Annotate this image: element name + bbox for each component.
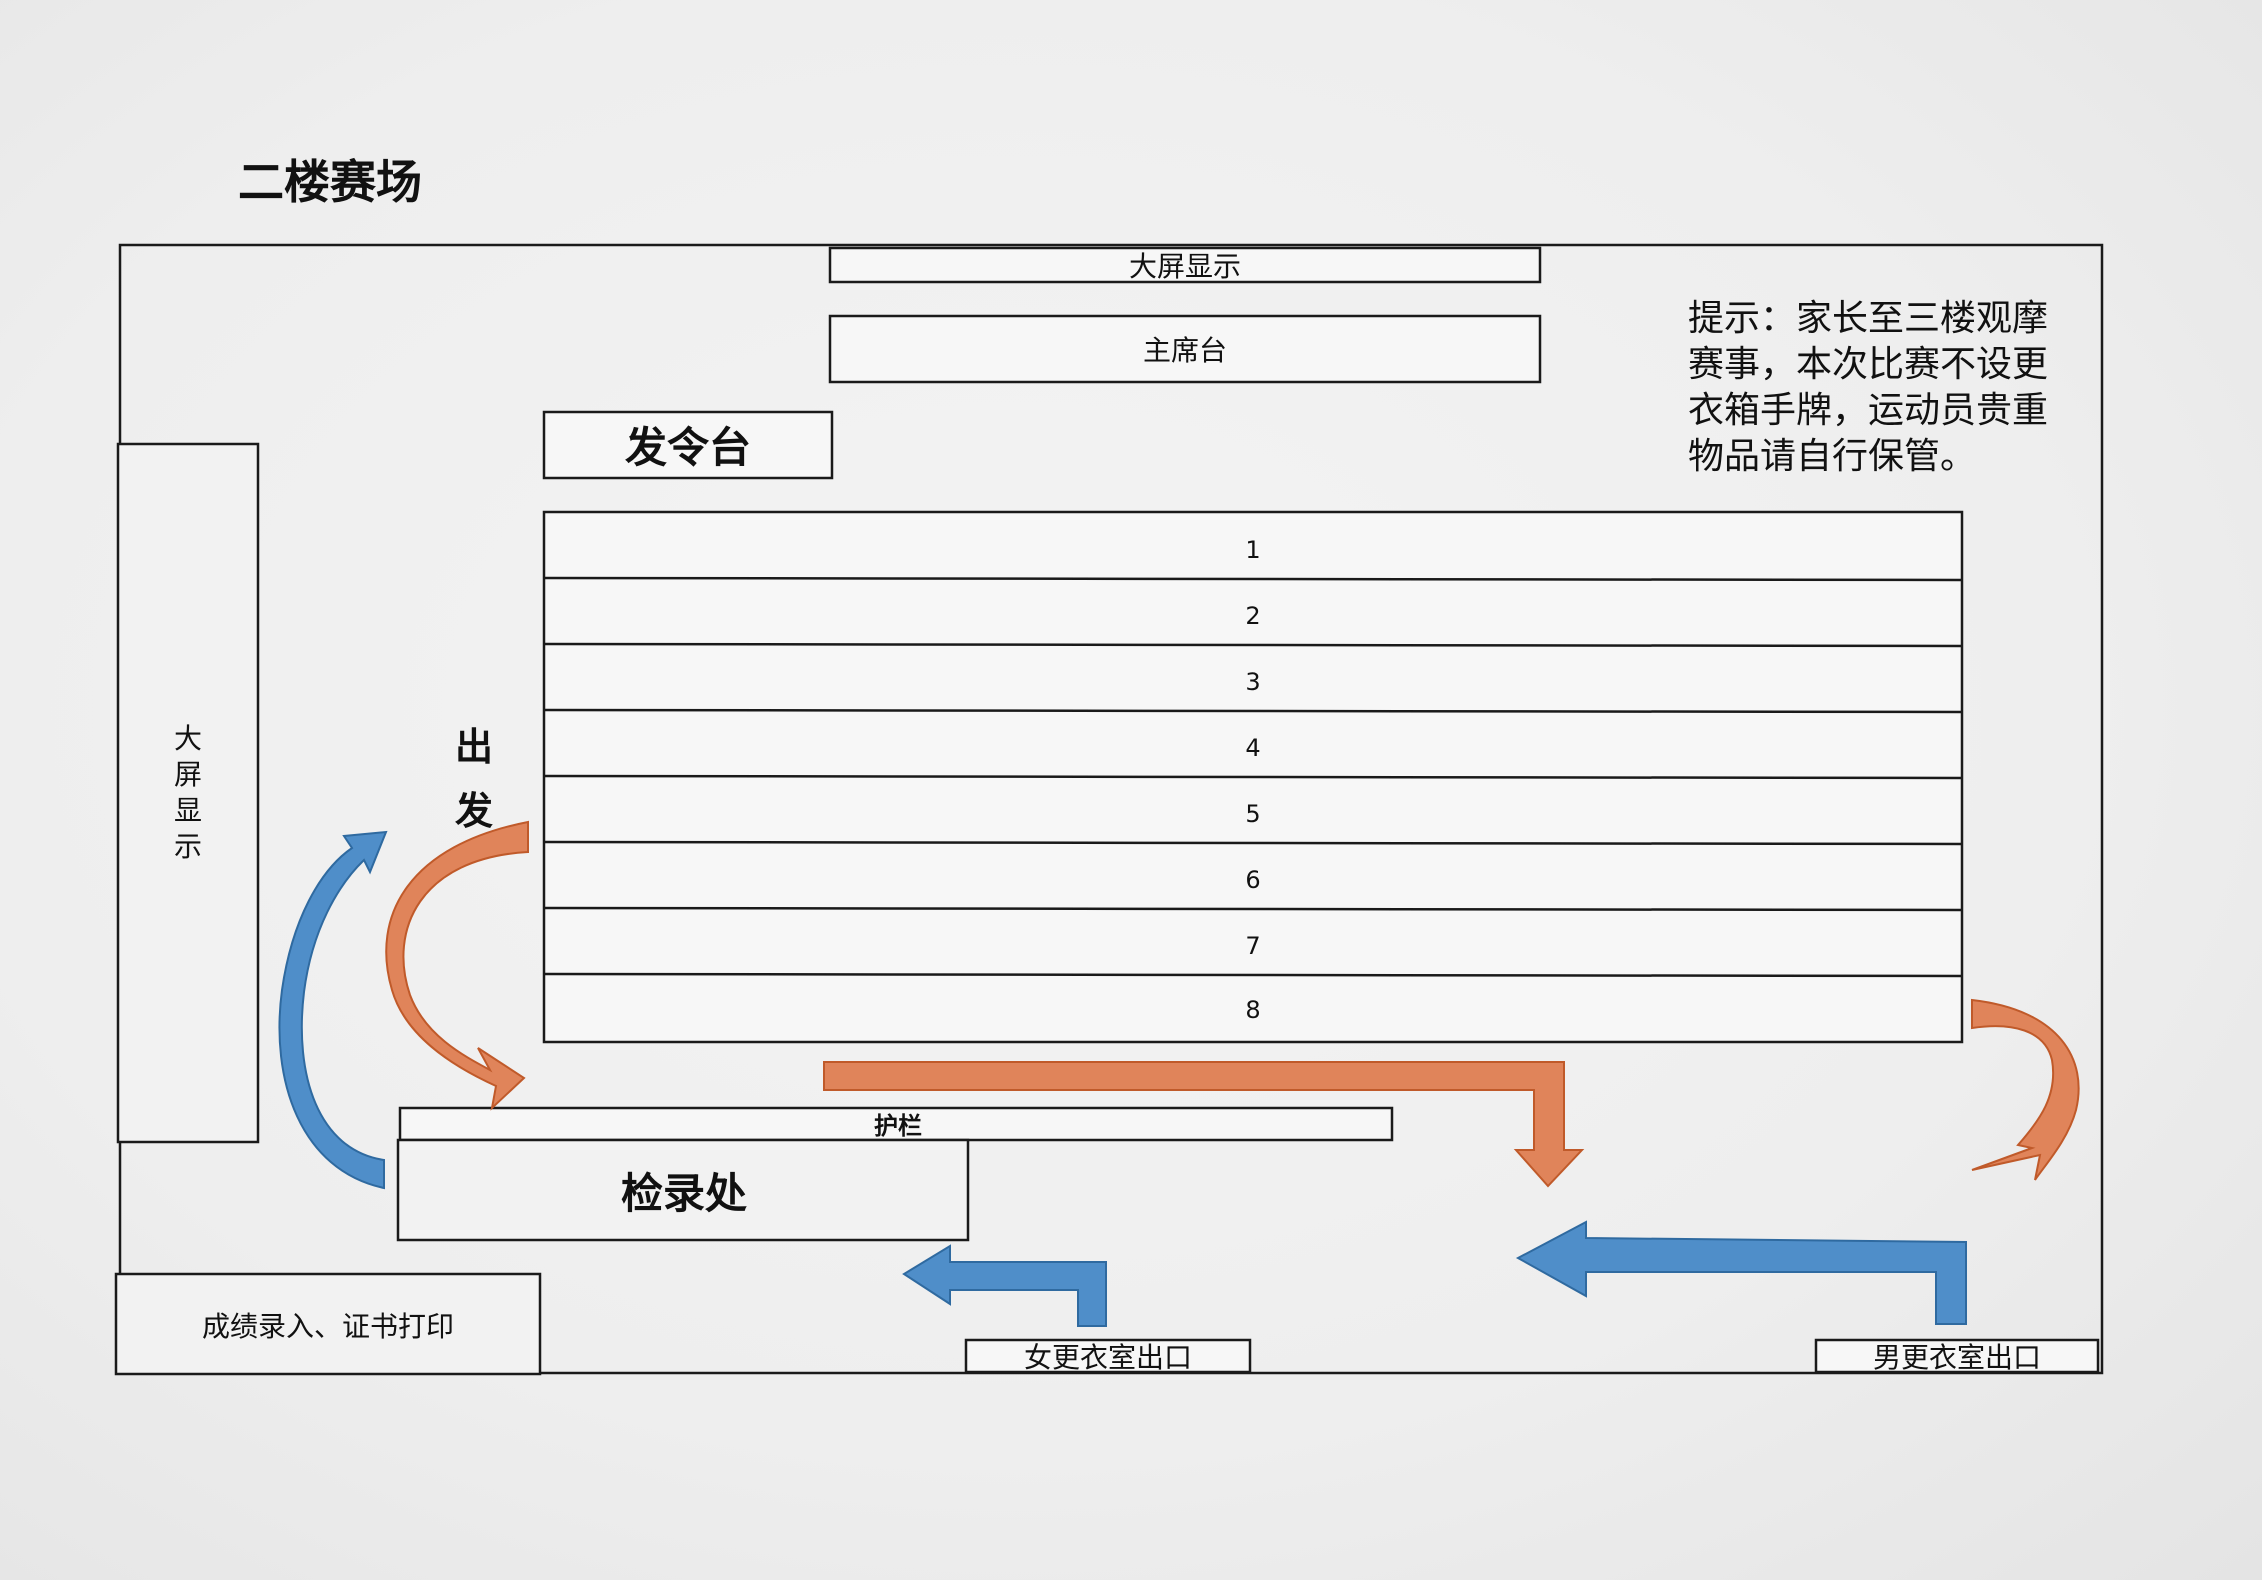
men-exit: 男更衣室出口 <box>1814 1338 2100 1374</box>
women-exit-box <box>964 1338 1252 1374</box>
left-big-screen-char-4: 示 <box>174 830 202 863</box>
results-area-label: 成绩录入、证书打印 <box>202 1310 454 1343</box>
fence: 护栏 <box>398 1106 1394 1142</box>
check-in-label: 检录处 <box>621 1169 747 1218</box>
arrow-orange-bottom-shape <box>823 1061 1585 1188</box>
lane-number-4: 4 <box>1245 734 1260 762</box>
orange-bottom-arrow <box>823 1061 1585 1188</box>
left-big-screen-box <box>116 442 260 1144</box>
lane-divider <box>543 906 1963 912</box>
results-area: 成绩录入、证书打印 <box>114 1272 542 1376</box>
lane-number-5: 5 <box>1245 800 1260 828</box>
arrow-orange-curve-left-shape <box>385 820 529 1111</box>
fence-box <box>398 1106 1394 1142</box>
arrow-blue-curve-left-shape <box>278 830 388 1190</box>
start-label-char-2: 发 <box>455 789 493 833</box>
top-big-screen: 大屏显示 <box>828 246 1542 284</box>
arrow-blue-men-shape <box>1515 1220 1967 1325</box>
men-exit-label: 男更衣室出口 <box>1873 1341 2041 1374</box>
lane-number-3: 3 <box>1245 668 1260 696</box>
lane-number-2: 2 <box>1245 602 1260 630</box>
left-big-screen-char-3: 显 <box>174 794 202 827</box>
fence-label: 护栏 <box>874 1112 922 1140</box>
arrow-blue-women-shape <box>902 1244 1107 1327</box>
blue-curved-arrow-start <box>278 830 388 1190</box>
lane-divider <box>543 642 1963 648</box>
notice-line-4: 物品请自行保管。 <box>1688 436 1976 477</box>
check-in-box <box>396 1138 970 1242</box>
orange-curved-arrow-right <box>1971 998 2080 1181</box>
blue-women-exit-arrow <box>902 1244 1107 1327</box>
starter-platform-box <box>542 410 834 480</box>
start-label: 出 发 <box>455 725 493 833</box>
lane-number-6: 6 <box>1245 866 1260 894</box>
notice-line-2: 赛事，本次比赛不设更 <box>1688 344 2048 385</box>
presidium: 主席台 <box>828 314 1542 384</box>
lane-number-8: 8 <box>1245 996 1260 1024</box>
notice-line-3: 衣箱手牌，运动员贵重 <box>1688 390 2048 431</box>
notice-line-1: 提示：家长至三楼观摩 <box>1688 298 2048 339</box>
lane-divider <box>543 708 1963 714</box>
start-label-char-1: 出 <box>455 725 493 769</box>
presidium-label: 主席台 <box>1143 334 1227 367</box>
lane-divider <box>543 774 1963 780</box>
left-big-screen-char-1: 大 <box>174 722 202 755</box>
notice: 提示：家长至三楼观摩 赛事，本次比赛不设更 衣箱手牌，运动员贵重 物品请自行保管… <box>1688 298 2048 477</box>
top-big-screen-box <box>828 246 1542 284</box>
starter-platform-label: 发令台 <box>625 423 751 472</box>
orange-curved-arrow-start <box>385 820 529 1111</box>
left-big-screen: 大 屏 显 示 <box>116 442 260 1144</box>
lane-divider <box>543 840 1963 846</box>
lane-divider <box>543 576 1963 582</box>
top-big-screen-label: 大屏显示 <box>1129 250 1241 283</box>
women-exit: 女更衣室出口 <box>964 1338 1252 1374</box>
women-exit-label: 女更衣室出口 <box>1024 1341 1192 1374</box>
check-in-area: 检录处 <box>396 1138 970 1242</box>
lane-number-1: 1 <box>1245 536 1260 564</box>
left-big-screen-char-2: 屏 <box>174 758 202 791</box>
page-title: 二楼赛场 <box>238 155 422 209</box>
lane-number-7: 7 <box>1245 932 1260 960</box>
lane-divider <box>543 972 1963 978</box>
starter-platform: 发令台 <box>542 410 834 480</box>
results-area-box <box>114 1272 542 1376</box>
blue-men-exit-arrow <box>1515 1220 1967 1325</box>
presidium-box <box>828 314 1542 384</box>
arrow-orange-curve-right-shape <box>1971 998 2080 1181</box>
pool-lanes: 1 2 3 4 5 6 7 8 <box>542 510 1964 1044</box>
men-exit-box <box>1814 1338 2100 1374</box>
